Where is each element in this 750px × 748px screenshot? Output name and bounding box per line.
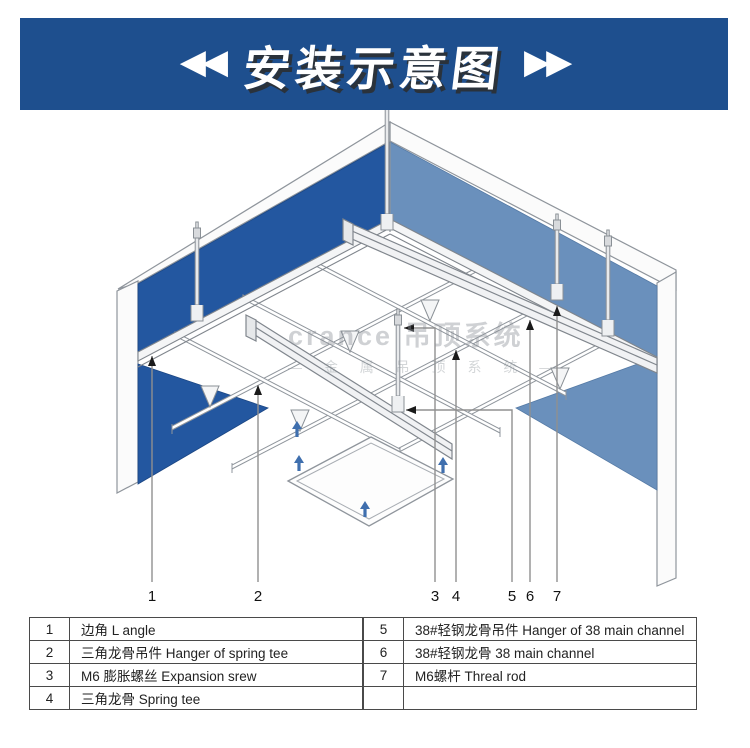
channel-hanger — [550, 284, 564, 301]
table-row: 2 三角龙骨吊件 Hanger of spring tee — [30, 640, 362, 663]
legend-num-cell: 2 — [30, 641, 70, 663]
callout-arrowheads — [148, 306, 561, 414]
table-row — [364, 686, 696, 709]
table-row: 5 38#轻钢龙骨吊件 Hanger of 38 main channel — [364, 618, 696, 640]
legend-desc-cell: M6 膨胀螺丝 Expansion srew — [81, 669, 257, 684]
right-arrows-icon: ▶▶ — [524, 43, 572, 81]
legend-num-cell: 7 — [364, 664, 404, 686]
legend-num-cell: 4 — [30, 687, 70, 709]
channel-hanger — [391, 396, 405, 413]
legend-desc-cell: 边角 L angle — [81, 623, 156, 638]
ceiling-panel — [286, 436, 455, 527]
panel-up-arrows — [292, 421, 448, 517]
callout-numbers: 1 2 3 4 5 6 7 — [148, 588, 561, 605]
legend-desc-cell: M6螺杆 Threal rod — [415, 669, 527, 684]
threaded-rod — [395, 314, 401, 397]
threaded-rod — [194, 227, 200, 306]
legend-desc-cell: 三角龙骨吊件 Hanger of spring tee — [81, 646, 289, 661]
callout-leaders — [151, 306, 558, 582]
legend-desc-cell: 三角龙骨 Spring tee — [81, 692, 201, 707]
callout-number-4: 4 — [452, 588, 460, 605]
legend-table: 1 边角 L angle 2 三角龙骨吊件 Hanger of spring t… — [29, 617, 697, 710]
callout-line-5 — [406, 409, 513, 582]
callout-number-6: 6 — [526, 588, 534, 605]
table-row: 3 M6 膨胀螺丝 Expansion srew — [30, 663, 362, 686]
wall-frame — [116, 120, 677, 587]
legend-desc-cell — [404, 687, 696, 709]
channel-hanger — [601, 320, 615, 337]
legend-num-cell: 5 — [364, 618, 404, 640]
hanger-rods — [190, 73, 615, 413]
page-title: 安装示意图 — [240, 41, 507, 95]
up-arrow-icon — [360, 501, 370, 517]
left-wall — [137, 141, 391, 485]
table-row: 7 M6螺杆 Threal rod — [364, 663, 696, 686]
up-arrow-icon — [438, 457, 448, 473]
legend-num-cell: 1 — [30, 618, 70, 640]
callout-number-1: 1 — [148, 588, 156, 605]
legend-table-right: 5 38#轻钢龙骨吊件 Hanger of 38 main channel 6 … — [363, 617, 697, 710]
table-row: 4 三角龙骨 Spring tee — [30, 686, 362, 709]
legend-num-cell: 3 — [30, 664, 70, 686]
table-row: 1 边角 L angle — [30, 618, 362, 640]
callout-number-2: 2 — [254, 588, 262, 605]
title-banner: ◀◀ 安装示意图 ▶▶ — [20, 18, 728, 110]
legend-num-cell — [364, 687, 404, 709]
spring-tee-grid — [171, 259, 615, 492]
channel-hanger — [190, 305, 204, 322]
left-arrows-icon: ◀◀ — [179, 43, 228, 81]
legend-table-left: 1 边角 L angle 2 三角龙骨吊件 Hanger of spring t… — [29, 617, 363, 710]
threaded-rod — [605, 235, 611, 321]
legend-desc-cell: 38#轻钢龙骨吊件 Hanger of 38 main channel — [415, 623, 685, 638]
legend-desc-cell: 38#轻钢龙骨 38 main channel — [415, 646, 595, 661]
callout-number-7: 7 — [553, 588, 561, 605]
up-arrow-icon — [294, 455, 304, 471]
legend-num-cell: 6 — [364, 641, 404, 663]
table-row: 6 38#轻钢龙骨 38 main channel — [364, 640, 696, 663]
callout-line-3 — [404, 327, 436, 582]
main-channel-2 — [245, 314, 453, 461]
callout-number-5: 5 — [508, 588, 516, 605]
spring-tee-hangers — [200, 299, 570, 433]
up-arrow-icon — [292, 421, 302, 437]
callout-number-3: 3 — [431, 588, 439, 605]
